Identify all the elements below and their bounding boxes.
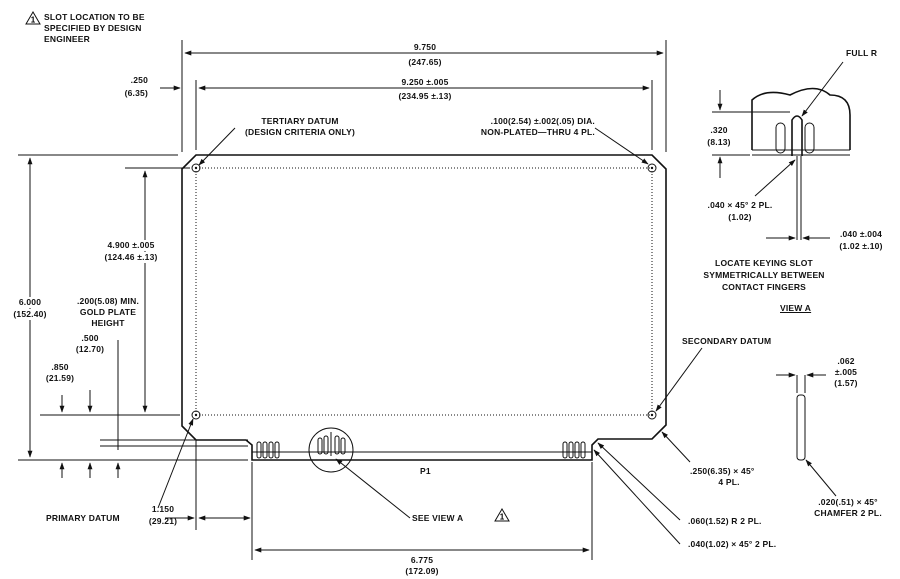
left-offset-dim: .250 xyxy=(130,75,148,85)
mounting-hole-bl xyxy=(191,410,201,420)
connector-width-mm: (172.09) xyxy=(405,566,439,576)
view-a-title: VIEW A xyxy=(780,303,812,313)
note-triangle-icon: 1 xyxy=(25,11,41,25)
gold-plate-min: .200(5.08) MIN. xyxy=(76,296,140,306)
dim-850: .850 xyxy=(51,362,69,372)
see-view-a-label: SEE VIEW A xyxy=(412,513,464,523)
note-line-1: SLOT LOCATION TO BE xyxy=(44,12,145,22)
radius-label: .060(1.52) R 2 PL. xyxy=(688,516,762,526)
dim-1150-mm: (29.21) xyxy=(148,516,178,526)
note-line-3: ENGINEER xyxy=(44,34,90,44)
contact-fingers-right xyxy=(562,441,586,459)
contact-fingers-left xyxy=(256,441,280,459)
slot-chamfer-mm: (1.02) xyxy=(728,212,752,222)
dim-850-mm: (21.59) xyxy=(45,373,75,383)
hole-vert-mm: (124.46 ±.13) xyxy=(96,252,166,263)
hole-vert-dim: 4.900 ±.005 xyxy=(96,240,166,251)
gold-plate-height: HEIGHT xyxy=(91,318,125,328)
edge-chamfer-label: .040(1.02) × 45° 2 PL. xyxy=(688,539,777,549)
slot-chamfer-label: .040 × 45° 2 PL. xyxy=(707,200,773,210)
overall-height-dim: 6.000 xyxy=(6,297,54,308)
thickness-dim: .062 xyxy=(837,356,855,366)
thickness-tol: ±.005 xyxy=(834,367,858,377)
gold-plate-label: GOLD PLATE xyxy=(79,307,137,317)
see-view-triangle-icon: 1 xyxy=(494,508,510,522)
slot-width-mm: (1.02 ±.10) xyxy=(839,241,883,251)
mounting-hole-tr xyxy=(647,163,657,173)
keying-note-3: CONTACT FINGERS xyxy=(721,282,807,292)
overall-height-mm: (152.40) xyxy=(6,309,54,320)
full-r-label: FULL R xyxy=(846,48,878,58)
note-line-2: SPECIFIED BY DESIGN xyxy=(44,23,142,33)
thickness-mm: (1.57) xyxy=(834,378,858,388)
slot-width-dim: .040 ±.004 xyxy=(839,229,883,239)
tertiary-datum-label: TERTIARY DATUM xyxy=(261,116,339,126)
secondary-datum-label: SECONDARY DATUM xyxy=(682,336,772,346)
view-a-callout xyxy=(308,427,354,473)
dim-500-mm: (12.70) xyxy=(75,344,105,354)
connector-width-dim: 6.775 xyxy=(372,555,472,566)
mounting-hole-tl xyxy=(191,163,201,173)
overall-width-mm: (247.65) xyxy=(408,57,442,67)
hole-spec-label: .100(2.54) ±.002(.05) DIA. xyxy=(490,116,595,126)
dim-500: .500 xyxy=(81,333,99,343)
tertiary-datum-note: (DESIGN CRITERIA ONLY) xyxy=(244,127,356,137)
thickness-detail xyxy=(776,372,837,497)
keying-note-2: SYMMETRICALLY BETWEEN xyxy=(703,270,825,280)
svg-text:1: 1 xyxy=(500,513,505,522)
svg-text:1: 1 xyxy=(31,16,36,25)
connector-p1-label: P1 xyxy=(420,466,431,476)
hole-span-dim: 9.250 ±.005 xyxy=(401,77,449,87)
view-a-detail xyxy=(712,61,851,241)
left-offset-mm: (6.35) xyxy=(124,88,148,98)
dim-1150: 1.150 xyxy=(151,504,175,514)
corner-chamfer-label: .250(6.35) × 45° xyxy=(690,466,755,476)
edge-bevel-label: .020(.51) × 45° xyxy=(818,497,878,507)
overall-width-dim: 9.750 xyxy=(413,42,437,52)
keying-note-1: LOCATE KEYING SLOT xyxy=(715,258,813,268)
hole-span-mm: (234.95 ±.13) xyxy=(398,91,452,101)
mounting-hole-br xyxy=(647,410,657,420)
corner-chamfer-count: 4 PL. xyxy=(718,477,740,487)
primary-datum-label: PRIMARY DATUM xyxy=(46,513,120,523)
board-outline xyxy=(181,154,667,461)
slot-depth-dim: .320 xyxy=(710,125,728,135)
hole-spec-note: NON-PLATED—THRU 4 PL. xyxy=(480,127,595,137)
edge-bevel-count: CHAMFER 2 PL. xyxy=(814,508,882,518)
slot-depth-mm: (8.13) xyxy=(707,137,731,147)
